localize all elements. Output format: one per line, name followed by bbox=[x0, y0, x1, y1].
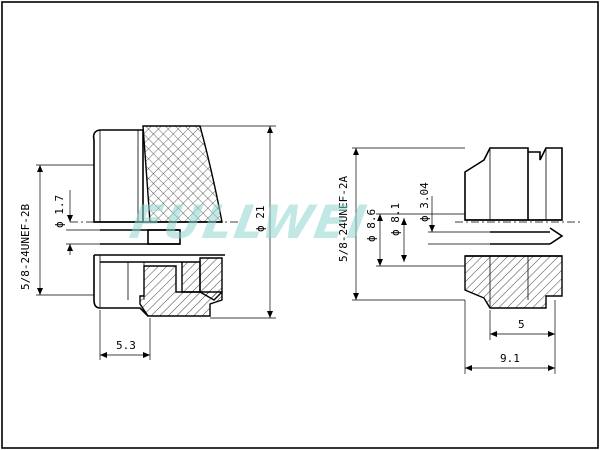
dia-label-8-6: ϕ 8.6 bbox=[365, 209, 378, 242]
dia-label-8-1: ϕ 8.1 bbox=[389, 203, 402, 236]
thread-label-2b: 5/8-24UNEF-2B bbox=[19, 204, 32, 290]
right-dimensions: 5/8-24UNEF-2A ϕ 8.6 ϕ 8.1 ϕ 3.04 5 9.1 bbox=[337, 147, 556, 374]
left-dimensions: 5/8-24UNEF-2B ϕ 1.7 ϕ 21 5.3 bbox=[19, 125, 276, 360]
front-cap-lower bbox=[93, 255, 149, 317]
lower-ring-section bbox=[199, 257, 223, 301]
length-label-5: 5 bbox=[518, 318, 525, 331]
lower-body-section-right bbox=[464, 255, 563, 309]
upper-body bbox=[464, 147, 529, 221]
length-label-9-1: 9.1 bbox=[500, 352, 520, 365]
dia-label-3-04: ϕ 3.04 bbox=[418, 182, 431, 222]
center-pin bbox=[147, 229, 181, 245]
front-cap-upper bbox=[92, 129, 144, 223]
dia-label-1-7: ϕ 1.7 bbox=[53, 195, 66, 228]
thread-label-2a: 5/8-24UNEF-2A bbox=[337, 176, 350, 262]
lower-insert-section bbox=[181, 261, 201, 293]
right-connector-view bbox=[455, 147, 580, 309]
lower-body-section bbox=[139, 265, 223, 317]
left-connector-view bbox=[70, 125, 240, 317]
watermark-logo: FULLWEI bbox=[126, 195, 372, 249]
dia-label-21: ϕ 21 bbox=[254, 206, 267, 233]
length-label-5-3: 5.3 bbox=[116, 339, 136, 352]
